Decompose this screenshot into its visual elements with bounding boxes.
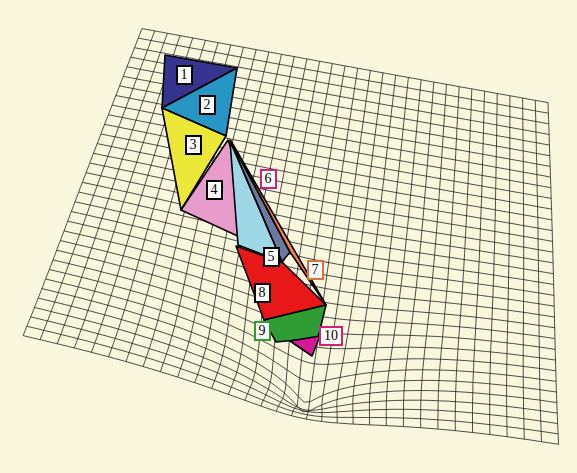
callout-number: 5 xyxy=(263,247,280,267)
callout-number: 8 xyxy=(254,283,271,303)
callout-number: 3 xyxy=(185,135,202,155)
callout-number: 9 xyxy=(254,321,271,341)
warped-grid xyxy=(23,29,559,445)
callout-number: 4 xyxy=(206,180,223,200)
piece-5 xyxy=(230,141,282,262)
triangle-pieces xyxy=(162,55,326,356)
piece-10 xyxy=(290,336,320,356)
callout-number: 1 xyxy=(176,65,193,85)
callout-number: 2 xyxy=(199,95,216,115)
callout-number: 7 xyxy=(307,260,324,280)
callout-number: 6 xyxy=(260,169,277,189)
callout-number: 10 xyxy=(319,326,343,346)
piece-6 xyxy=(230,140,290,262)
